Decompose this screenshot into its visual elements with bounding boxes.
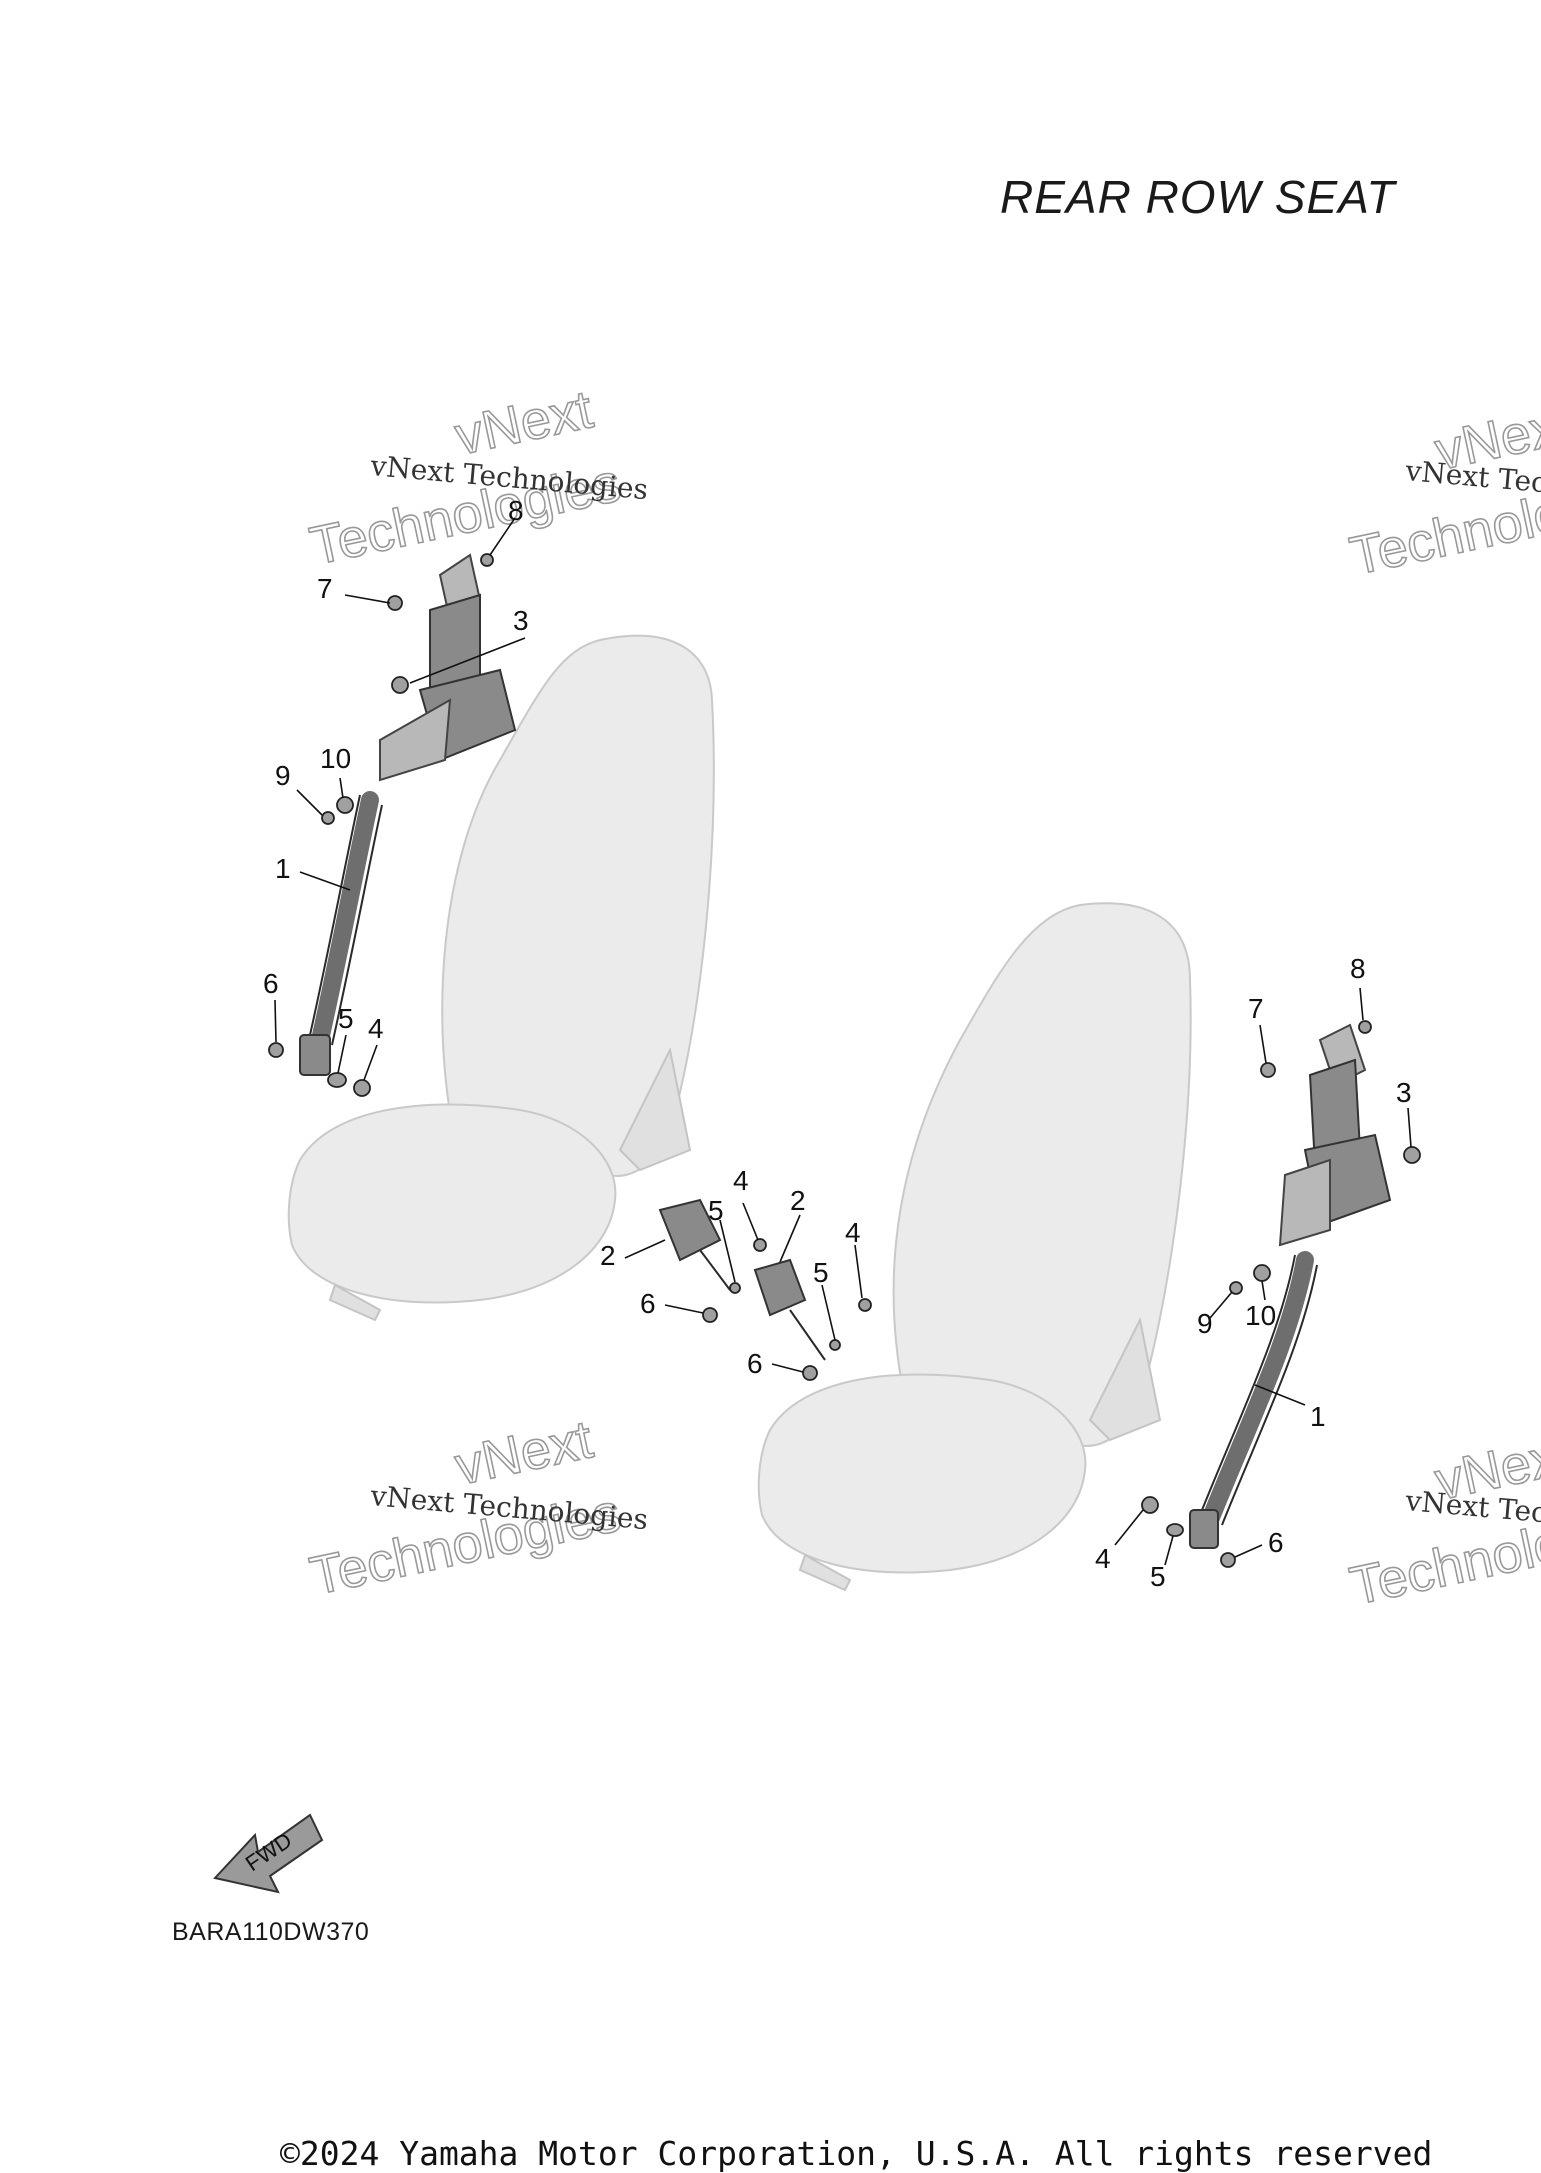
nut-10 [336,796,354,814]
retractor-cover [1278,1158,1331,1247]
buckle-left [658,1198,722,1262]
bolt-3 [1403,1146,1421,1164]
washer-5 [327,1072,347,1088]
callout-8: 8 [1350,953,1366,984]
callout-1: 1 [275,853,291,884]
callout-5: 5 [338,1003,354,1034]
callout-4: 4 [733,1165,749,1196]
right-seatbelt-assembly [1141,1020,1421,1568]
right-seat [757,902,1192,1592]
watermark-word-vnext: vNext [450,1409,598,1496]
callout-6: 6 [747,1348,763,1379]
buckle-right [753,1258,807,1317]
callout-2: 2 [600,1240,616,1271]
bolt-4 [858,1298,872,1312]
bolt-8 [1358,1020,1372,1034]
bolt-6 [802,1365,818,1381]
callout-9: 9 [275,760,291,791]
bolt-8 [480,553,494,567]
bolt-9 [1229,1281,1243,1295]
callout-3: 3 [513,605,529,636]
leader-lines [274,517,1412,1566]
watermark-bottom-left: vNext Technologies vNext Technologies [304,1409,649,1608]
retractor-cover [379,698,452,782]
bolt-4 [1141,1496,1159,1514]
callout-7: 7 [1248,993,1264,1024]
lower-anchor-plate [1189,1509,1219,1549]
callout-9: 9 [1197,1308,1213,1339]
callout-5: 5 [813,1257,829,1288]
callouts-right: 8 7 3 9 10 1 4 5 6 [1095,953,1412,1592]
callout-4: 4 [1095,1543,1111,1574]
washer-5 [829,1339,841,1351]
callout-5: 5 [1150,1561,1166,1592]
watermark-bottom-right: vNext Technologies vNext Technologies [1344,1424,1541,1618]
watermark-top-left: vNext Technologies vNext Technologies [304,379,649,578]
callout-6: 6 [1268,1527,1284,1558]
left-seatbelt-assembly [268,553,517,1097]
left-seat [287,634,715,1322]
callouts-left: 8 7 3 10 9 1 6 5 4 [263,495,529,1044]
callout-4: 4 [845,1217,861,1248]
callout-10: 10 [1245,1300,1276,1331]
callout-4: 4 [368,1013,384,1044]
watermark-top-right: vNext Technologies vNext Technologies [1344,394,1541,588]
callout-2: 2 [790,1185,806,1216]
callout-7: 7 [317,573,333,604]
callout-5: 5 [708,1195,724,1226]
diagram-code: BARA110DW370 [172,1918,370,1946]
callouts-center: 2 4 5 2 4 6 5 6 [600,1165,861,1379]
washer-5 [1166,1523,1184,1537]
bolt-6 [1220,1552,1236,1568]
washer-5 [729,1282,741,1294]
page-title: REAR ROW SEAT [1000,171,1396,223]
fwd-arrow-icon: FWD [213,1813,324,1894]
callout-1: 1 [1310,1401,1326,1432]
watermark-word-vnext: vNext [450,379,598,466]
bolt-7 [387,595,403,611]
bolt-3 [391,676,409,694]
nut-10 [1253,1264,1271,1282]
bolt-4 [753,1238,767,1252]
callout-10: 10 [320,743,351,774]
bolt-4 [353,1079,371,1097]
callout-6: 6 [640,1288,656,1319]
bolt-6 [702,1307,718,1323]
center-buckles [658,1198,872,1381]
bolt-9 [321,811,335,825]
bolt-6 [268,1042,284,1058]
callout-3: 3 [1396,1077,1412,1108]
bolt-7 [1260,1062,1276,1078]
copyright-notice: ©2024 Yamaha Motor Corporation, U.S.A. A… [280,2134,1433,2173]
callout-8: 8 [508,495,524,526]
callout-6: 6 [263,968,279,999]
lower-anchor-plate [299,1034,331,1076]
